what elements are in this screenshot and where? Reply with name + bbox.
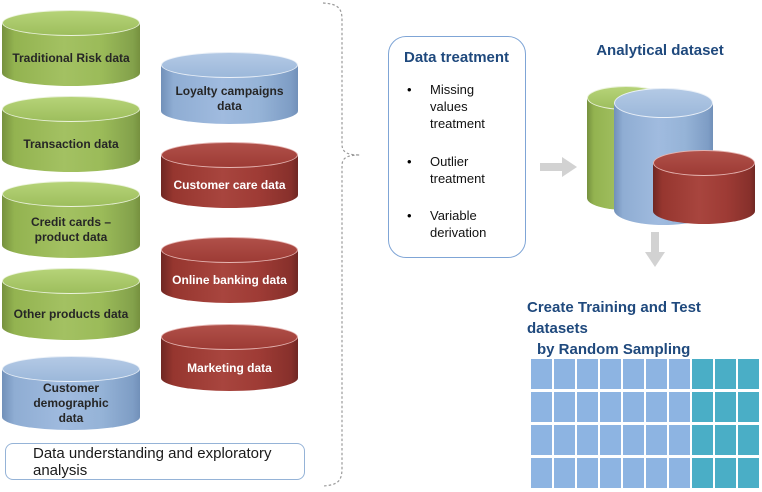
cylinder-transaction-data: Transaction data [2, 96, 140, 172]
sampling-grid [531, 359, 759, 488]
training-cell [646, 392, 667, 422]
training-cell [577, 458, 598, 488]
curly-brace [322, 2, 361, 487]
training-cell [669, 392, 690, 422]
bullet-item: Missing values treatment [401, 82, 501, 133]
cylinder-top [614, 88, 713, 118]
training-cell [531, 359, 552, 389]
cylinder-online-banking-data: Online banking data [161, 237, 298, 303]
training-cell [623, 458, 644, 488]
training-cell [531, 458, 552, 488]
training-cell [554, 359, 575, 389]
training-cell [669, 425, 690, 455]
test-cell [692, 458, 713, 488]
test-cell [738, 458, 759, 488]
cylinder-traditional-risk-data: Traditional Risk data [2, 10, 140, 86]
test-cell [692, 425, 713, 455]
arrow-right-icon [540, 157, 577, 177]
cylinder-other-products-data: Other products data [2, 268, 140, 340]
test-cell [738, 425, 759, 455]
cylinder-top [161, 52, 298, 78]
training-cell [600, 359, 621, 389]
arrow-down-icon [645, 232, 665, 267]
cylinder-label: Other products data [13, 307, 129, 321]
cylinder-label: Traditional Risk data [12, 51, 130, 65]
training-cell [600, 392, 621, 422]
cylinder-top [161, 142, 298, 168]
cylinder-top [2, 10, 140, 36]
data-understanding-box: Data understanding and exploratory analy… [5, 443, 305, 480]
sampling-title-line1: Create Training and Test datasets [527, 299, 701, 337]
test-cell [692, 359, 713, 389]
analytical-cylinder-red [653, 150, 755, 224]
training-cell [623, 425, 644, 455]
cylinder-label: Loyalty campaigns data [175, 83, 284, 113]
cylinder-label: Customer demographic data [33, 381, 109, 425]
training-cell [600, 458, 621, 488]
training-cell [646, 458, 667, 488]
training-cell [554, 392, 575, 422]
data-treatment-title: Data treatment [404, 49, 510, 66]
cylinder-customer-demographic-data: Customer demographic data [2, 356, 140, 430]
cylinder-loyalty-campaigns-data: Loyalty campaigns data [161, 52, 298, 124]
training-cell [554, 425, 575, 455]
data-understanding-label: Data understanding and exploratory analy… [33, 444, 272, 479]
training-cell [577, 425, 598, 455]
training-cell [646, 425, 667, 455]
cylinder-marketing-data: Marketing data [161, 324, 298, 391]
cylinder-customer-care-data: Customer care data [161, 142, 298, 208]
cylinder-label: Online banking data [172, 273, 287, 287]
cylinder-top [2, 96, 140, 122]
sampling-title: Create Training and Test datasets by Ran… [527, 297, 762, 360]
training-cell [646, 359, 667, 389]
training-cell [669, 359, 690, 389]
training-cell [623, 392, 644, 422]
test-cell [715, 458, 736, 488]
analytical-dataset-title: Analytical dataset [596, 42, 724, 59]
cylinder-top [653, 150, 755, 176]
cylinder-label: Transaction data [23, 137, 119, 151]
training-cell [577, 359, 598, 389]
training-cell [600, 425, 621, 455]
bullet-item: Variable derivation [401, 208, 501, 242]
data-treatment-bullet-list: Missing values treatment Outlier treatme… [401, 82, 501, 242]
test-cell [715, 392, 736, 422]
cylinder-label: Credit cards – product data [30, 215, 112, 244]
training-cell [531, 392, 552, 422]
test-cell [715, 359, 736, 389]
cylinder-top [2, 356, 140, 382]
cylinder-top [161, 324, 298, 350]
training-cell [669, 458, 690, 488]
data-treatment-box: Data treatment Missing values treatment … [388, 36, 526, 258]
cylinder-top [2, 181, 140, 207]
cylinder-label: Marketing data [187, 360, 272, 375]
cylinder-top [2, 268, 140, 294]
test-cell [715, 425, 736, 455]
test-cell [738, 392, 759, 422]
test-cell [692, 392, 713, 422]
training-cell [577, 392, 598, 422]
test-cell [738, 359, 759, 389]
training-cell [623, 359, 644, 389]
cylinder-label: Customer care data [173, 178, 286, 192]
cylinder-credit-cards-product-data: Credit cards – product data [2, 181, 140, 258]
bullet-item: Outlier treatment [401, 154, 501, 188]
sampling-title-line2: by Random Sampling [537, 341, 691, 358]
training-cell [531, 425, 552, 455]
cylinder-top [161, 237, 298, 263]
training-cell [554, 458, 575, 488]
